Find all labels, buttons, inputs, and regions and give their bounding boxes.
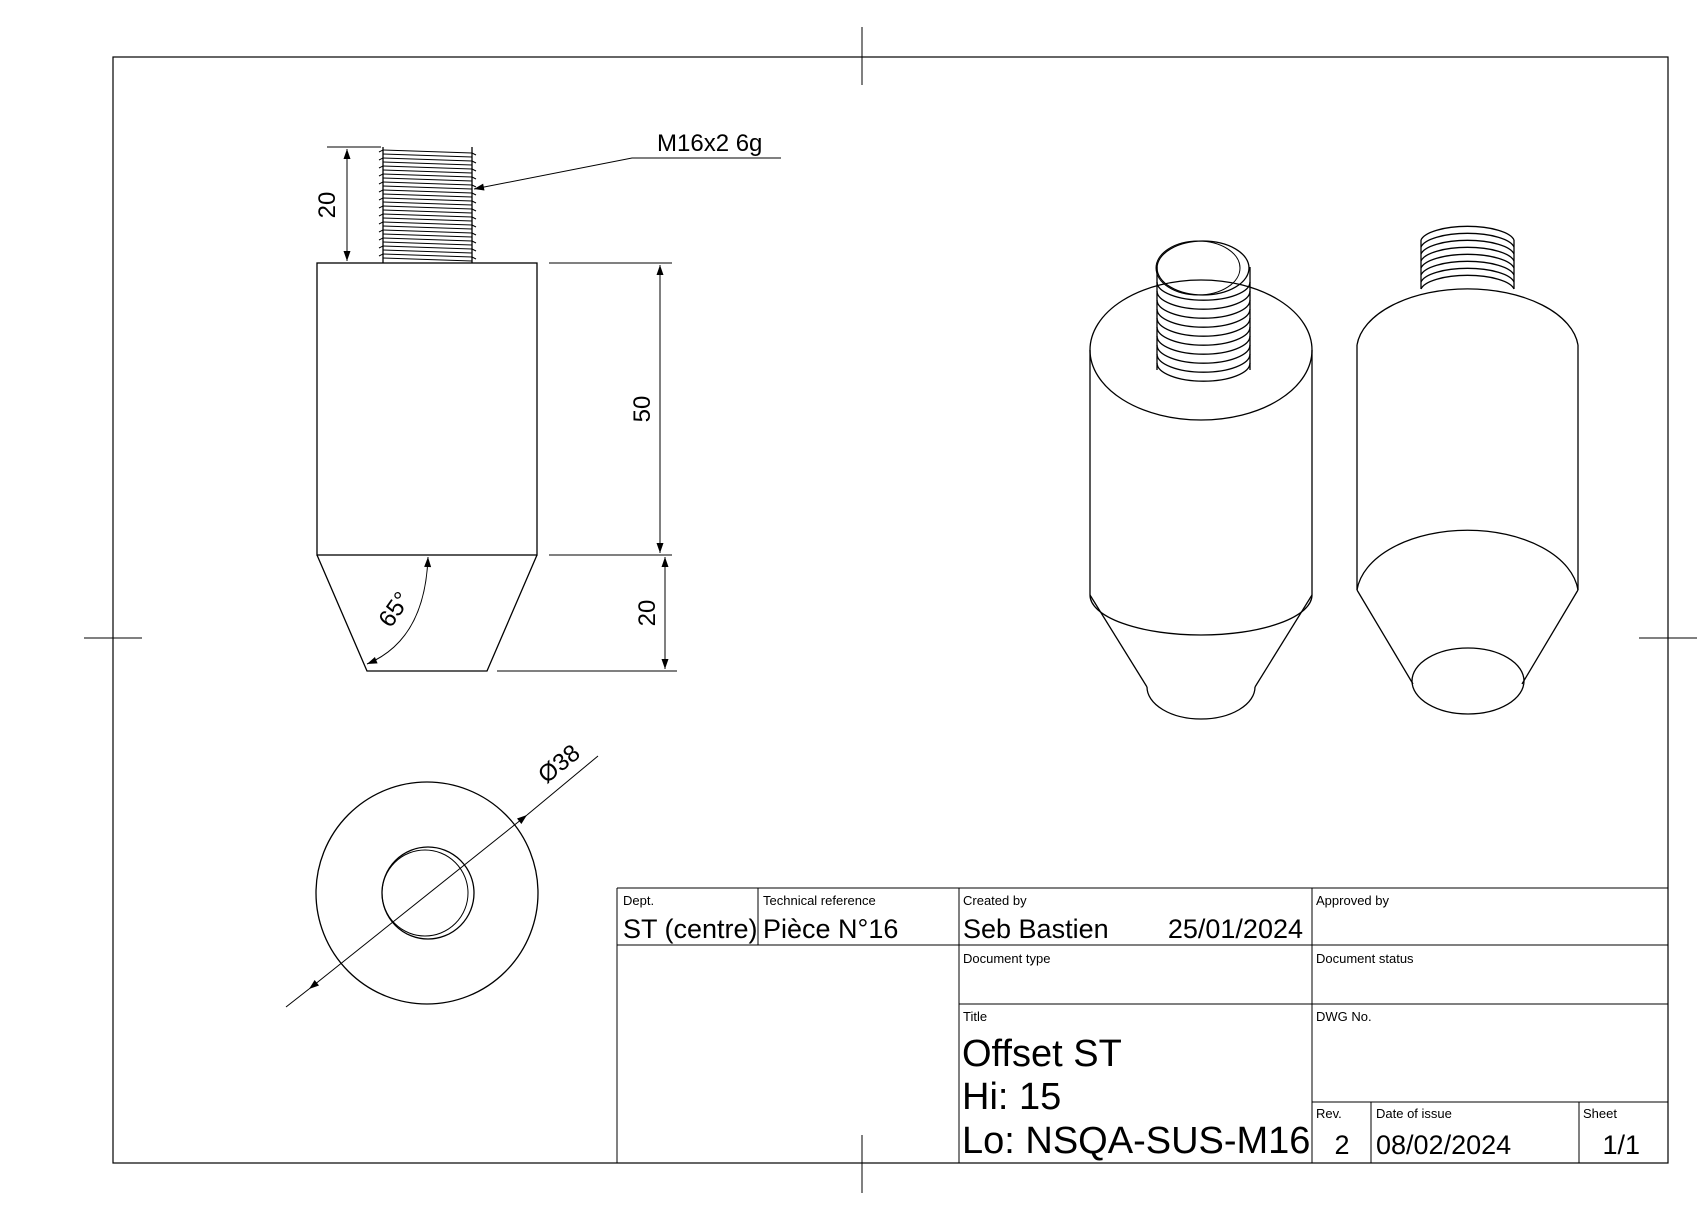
- created-label: Created by: [963, 893, 1027, 908]
- title-line-1: Offset ST: [962, 1033, 1122, 1075]
- cylinder-body: [316, 262, 538, 556]
- dim-cone-length: 20: [634, 600, 661, 627]
- bottom-view: Ø38: [285, 739, 599, 1008]
- title-label: Title: [963, 1009, 987, 1024]
- thread-stud: [378, 147, 477, 263]
- rev-label: Rev.: [1316, 1106, 1342, 1121]
- sheet-value: 1/1: [1602, 1130, 1640, 1160]
- created-date: 25/01/2024: [1168, 914, 1303, 944]
- techref-label: Technical reference: [763, 893, 876, 908]
- date-value: 08/02/2024: [1376, 1130, 1511, 1160]
- title-block: Dept. ST (centre) Technical reference Pi…: [616, 887, 1668, 1163]
- doctype-label: Document type: [963, 951, 1050, 966]
- docstatus-label: Document status: [1316, 951, 1414, 966]
- date-label: Date of issue: [1376, 1106, 1452, 1121]
- front-view: M16x2 6g 20 50 20 65°: [314, 130, 781, 672]
- dept-value: ST (centre): [623, 914, 758, 944]
- outer-diameter-circle: [315, 781, 539, 1005]
- title-line-3: Lo: NSQA-SUS-M16: [962, 1120, 1310, 1162]
- isometric-view-bottom: [1356, 225, 1579, 715]
- thread-leader: [473, 157, 781, 191]
- cone-tip: [316, 554, 538, 672]
- techref-value: Pièce N°16: [763, 914, 898, 944]
- drawing-frame: [84, 27, 1697, 1193]
- dept-label: Dept.: [623, 893, 654, 908]
- dim-thread-length: 20: [314, 192, 341, 219]
- angle-arc: [366, 556, 432, 665]
- isometric-view-top: [1089, 240, 1313, 720]
- sheet-label: Sheet: [1583, 1106, 1617, 1121]
- dim-diameter: Ø38: [533, 739, 585, 789]
- dwg-label: DWG No.: [1316, 1009, 1372, 1024]
- thread-callout: M16x2 6g: [657, 130, 762, 157]
- title-line-2: Hi: 15: [962, 1076, 1061, 1118]
- dim-cone-angle: 65°: [373, 587, 416, 632]
- diameter-dim-line: [308, 814, 528, 990]
- approved-label: Approved by: [1316, 893, 1389, 908]
- rev-value: 2: [1334, 1130, 1349, 1160]
- created-name: Seb Bastien: [963, 914, 1109, 944]
- dim-body-length: 50: [629, 396, 656, 423]
